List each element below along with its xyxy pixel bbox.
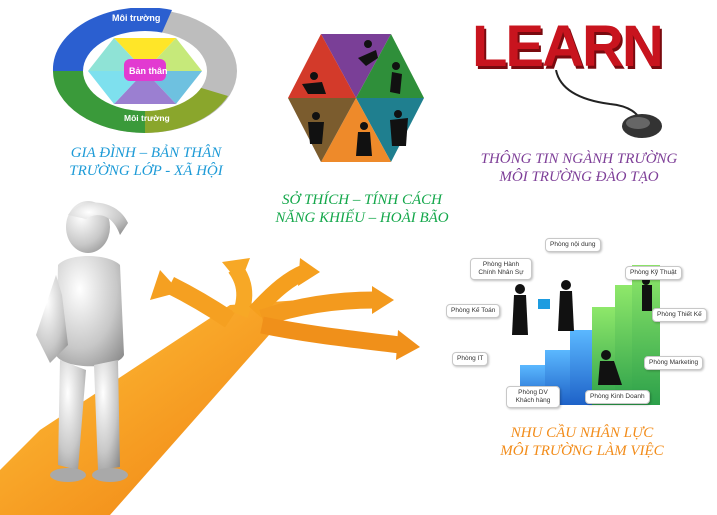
dept-tag-customer-service: Phòng DV Khách hàng xyxy=(506,386,560,408)
caption-info: THÔNG TIN NGÀNH TRƯỜNG MÔI TRƯỜNG ĐÀO TẠ… xyxy=(468,150,690,186)
dept-tag-technical: Phòng Kỹ Thuật xyxy=(625,266,682,280)
caption-info-line1: THÔNG TIN NGÀNH TRƯỜNG xyxy=(480,151,678,167)
learn-logo-text: LEARN xyxy=(472,14,664,79)
caption-demand: NHU CẦU NHÂN LỰC MÔI TRƯỜNG LÀM VIỆC xyxy=(480,424,684,460)
caption-hobby-line1: SỞ THÍCH – TÍNH CÁCH xyxy=(281,192,443,208)
hobbies-hexagon-diagram xyxy=(288,34,424,162)
environment-ring-diagram xyxy=(52,8,237,133)
dept-tag-hr: Phòng Hành Chính Nhân Sự xyxy=(470,258,532,280)
dept-tag-it: Phòng IT xyxy=(452,352,489,366)
ring-outer-label-bottom: Môi trường xyxy=(124,113,170,123)
dept-tag-marketing: Phòng Marketing xyxy=(644,356,704,370)
dept-tag-accounting: Phòng Kế Toán xyxy=(446,304,501,318)
ring-outer-label-top: Môi trường xyxy=(112,13,161,23)
business-stairs-graphic xyxy=(512,265,660,405)
ring-center-label: Bản thân xyxy=(129,66,168,76)
caption-family-line1: GIA ĐÌNH – BẢN THÂN xyxy=(70,145,222,161)
caption-info-line2: MÔI TRƯỜNG ĐÀO TẠO xyxy=(499,169,659,185)
caption-hobby-line2: NĂNG KHIẾU – HOÀI BÃO xyxy=(275,210,449,226)
caption-family-line2: TRƯỜNG LỚP - XÃ HỘI xyxy=(69,163,223,179)
thinking-person-figure xyxy=(36,201,128,482)
caption-hobby: SỞ THÍCH – TÍNH CÁCH NĂNG KHIẾU – HOÀI B… xyxy=(262,191,462,227)
caption-demand-line1: NHU CẦU NHÂN LỰC xyxy=(510,425,654,441)
mouse-icon xyxy=(555,70,662,138)
dept-tag-content: Phòng nội dung xyxy=(545,238,601,252)
dept-tag-design: Phòng Thiết Kế xyxy=(652,308,707,322)
dept-tag-sales: Phòng Kinh Doanh xyxy=(585,390,650,404)
caption-demand-line2: MÔI TRƯỜNG LÀM VIỆC xyxy=(500,443,664,459)
caption-family: GIA ĐÌNH – BẢN THÂN TRƯỜNG LỚP - XÃ HỘI xyxy=(48,144,244,180)
